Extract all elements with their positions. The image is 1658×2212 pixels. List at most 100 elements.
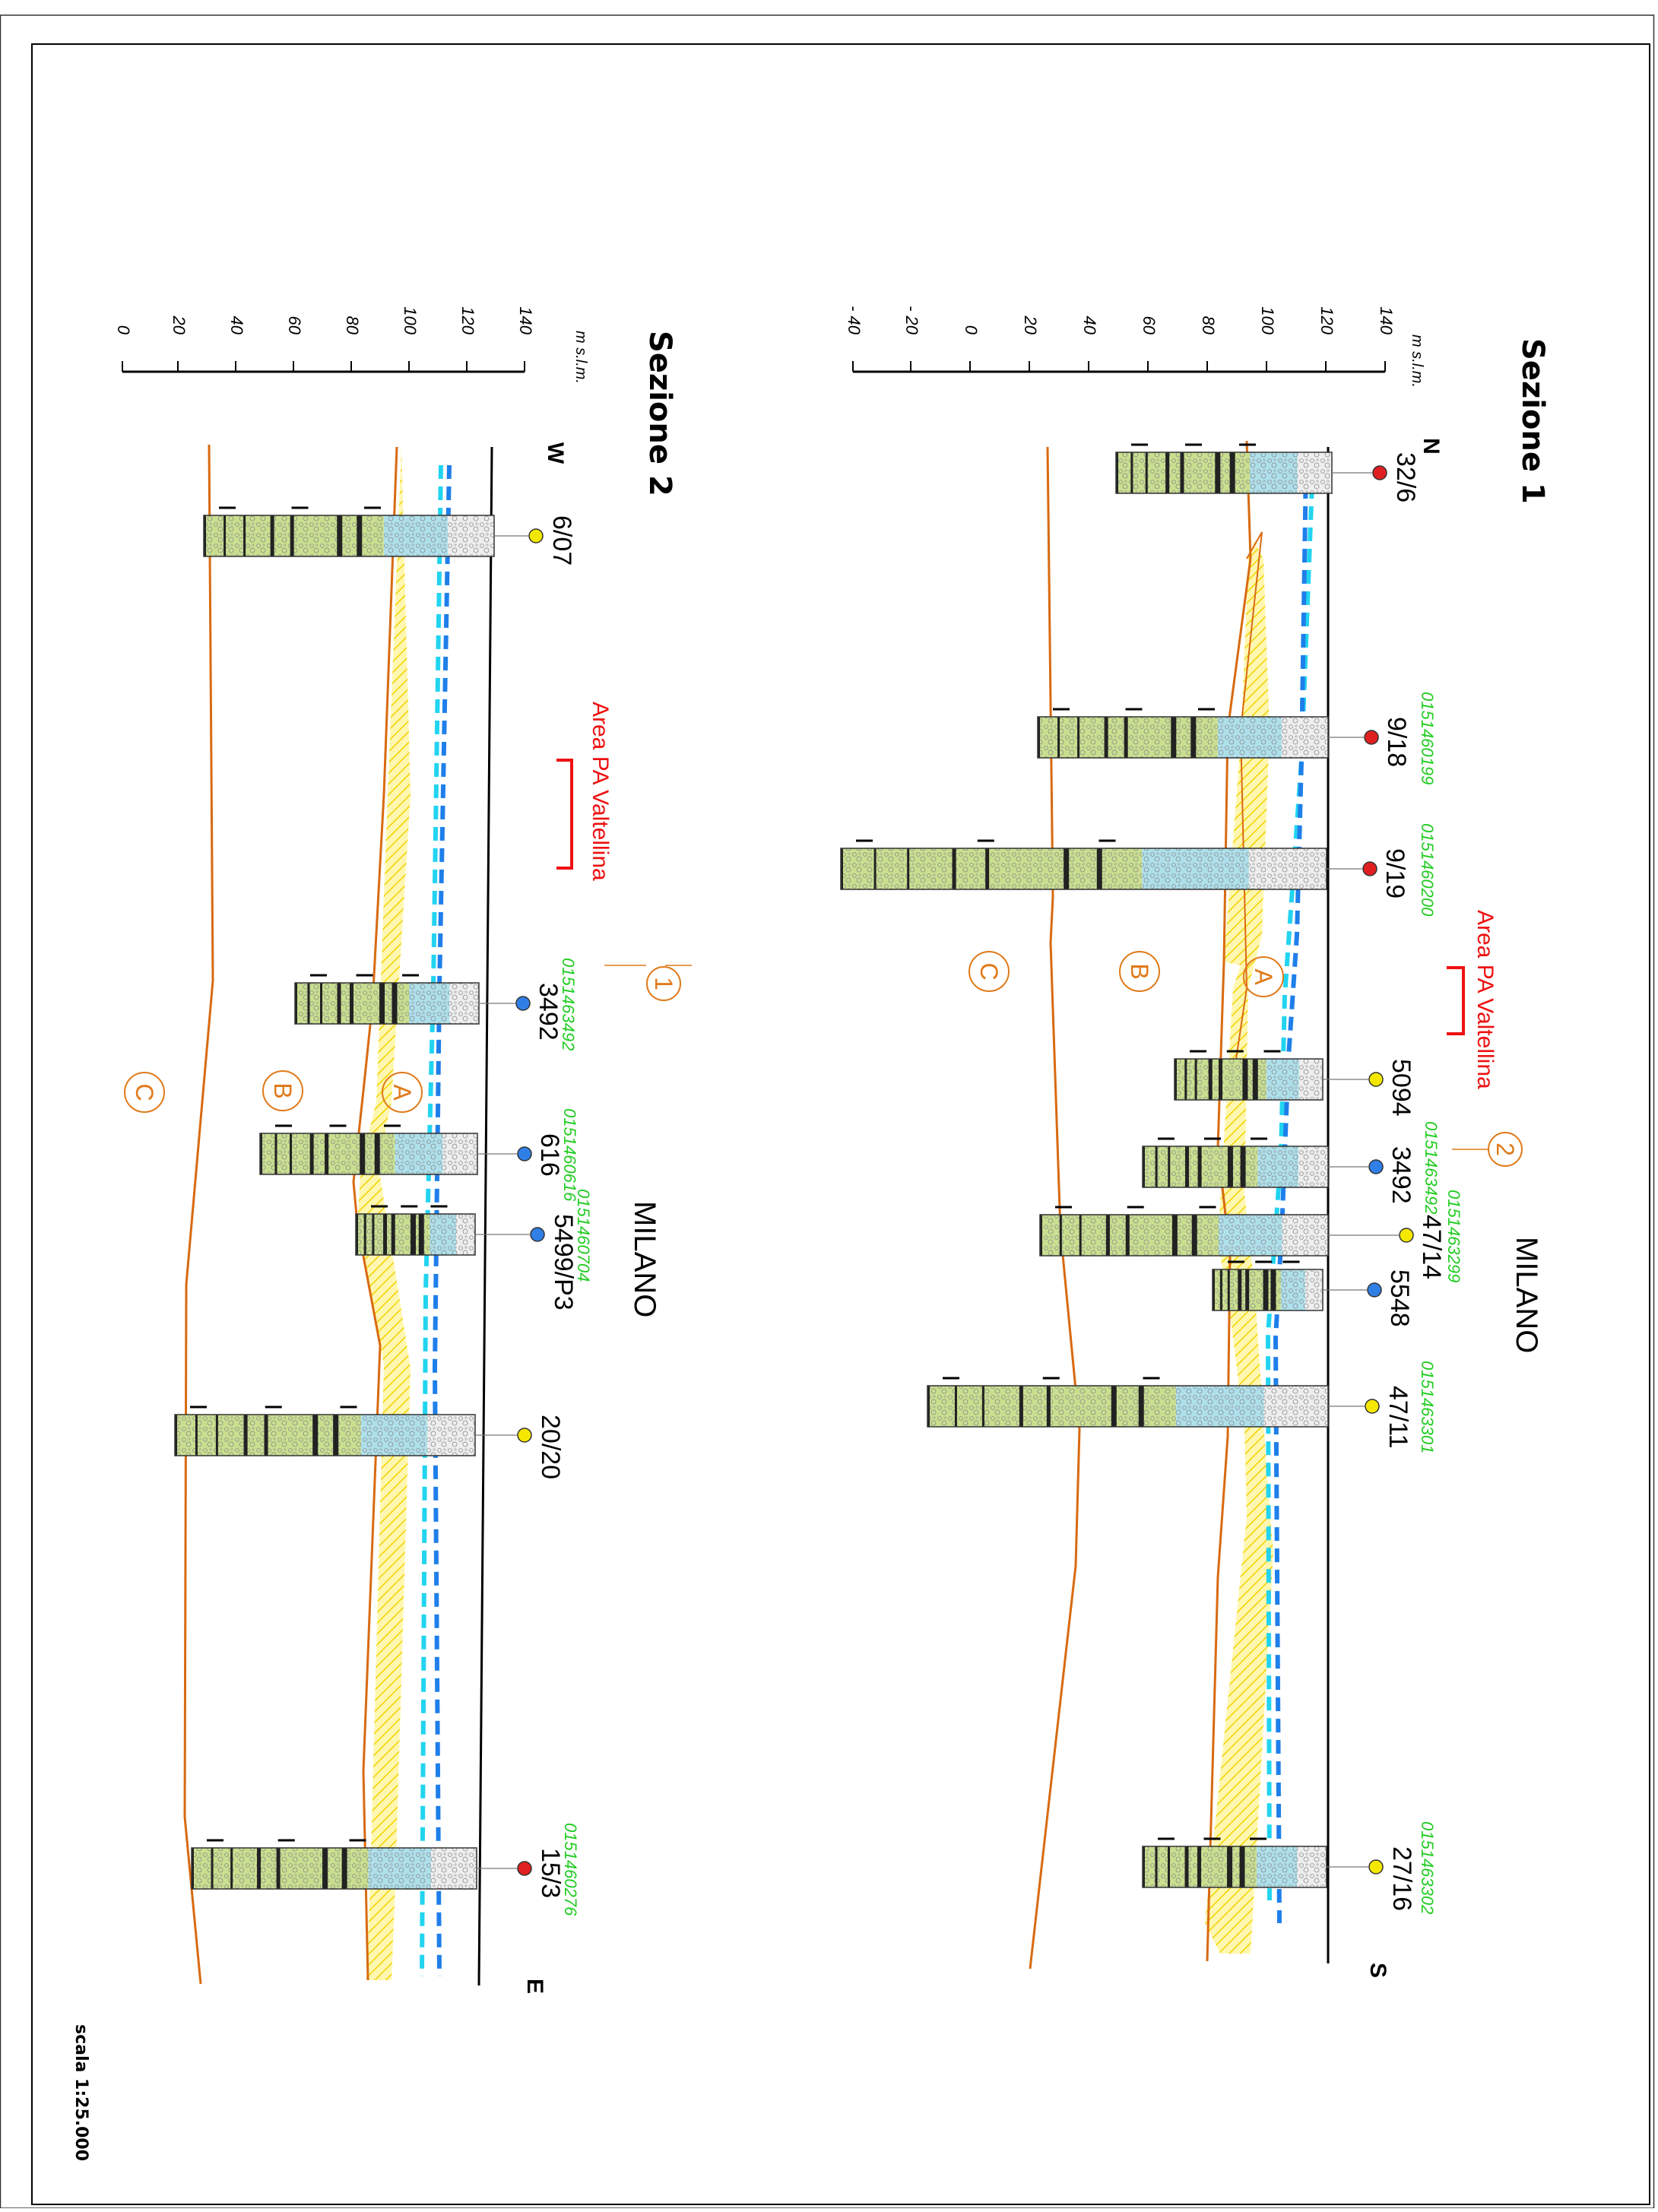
section-1-aquifer-labels: A B C	[968, 951, 1284, 997]
well-code: 0151460199	[1418, 692, 1437, 784]
section-2-label-a: A	[388, 1084, 416, 1101]
well-marker-icon	[1367, 1282, 1382, 1298]
section-1-area-label: Area PA Valtellina	[1473, 910, 1498, 1089]
elevation-tick-label: 140	[1377, 306, 1396, 334]
elevation-tick-label: 100	[401, 306, 420, 334]
well-log: 32/6	[1115, 443, 1420, 502]
section-2-dir-end: E	[522, 1979, 547, 1994]
section-1-water-table-dark	[1273, 463, 1308, 1924]
elevation-tick-label: 40	[227, 316, 246, 335]
section-1-label-b: B	[1126, 963, 1153, 979]
section-2-dir-start: W	[543, 442, 568, 464]
elevation-tick-label: 120	[458, 306, 477, 334]
elevation-tick-label: 80	[343, 316, 362, 335]
elevation-tick-label: 20	[1021, 315, 1040, 335]
elevation-tick-label: 0	[962, 325, 981, 335]
section-1-area-bracket: Area PA Valtellina	[1447, 910, 1498, 1089]
elevation-tick-label: 80	[1199, 316, 1218, 335]
well-name: 15/3	[536, 1848, 565, 1898]
well-name: 20/20	[536, 1415, 565, 1479]
well-marker-icon	[530, 1227, 545, 1242]
svg-text:1: 1	[650, 977, 677, 990]
well-log: 5548	[1212, 1260, 1414, 1327]
elevation-tick-label: 20	[170, 315, 189, 335]
well-code: 0151460704	[574, 1189, 593, 1282]
well-code: 0151463492	[1422, 1121, 1441, 1214]
well-marker-icon	[517, 1146, 532, 1161]
well-name: 9/19	[1381, 848, 1409, 898]
elevation-tick-label: 140	[516, 306, 535, 334]
section-2-boundary-bc	[183, 444, 214, 1985]
well-marker-icon	[1364, 730, 1379, 745]
well-name: 9/18	[1382, 717, 1411, 767]
well-name: 5499/P3	[549, 1214, 578, 1310]
section-1-label-c: C	[975, 962, 1003, 980]
well-name: 27/16	[1387, 1846, 1416, 1911]
section-1-units: m s.l.m.	[1409, 334, 1425, 388]
elevation-tick-label: 40	[1080, 316, 1099, 335]
section-2-ground-line	[477, 446, 493, 1986]
elevation-tick-label: 60	[285, 316, 304, 335]
well-code: 0151463301	[1418, 1361, 1437, 1453]
well-log: 9/19 0151460200	[840, 823, 1437, 917]
well-code: 0151460200	[1418, 823, 1437, 917]
well-log: 3492 0151463492	[1142, 1121, 1441, 1214]
well-code: 0151460616	[560, 1108, 579, 1202]
well-marker-icon	[1365, 1399, 1380, 1414]
elevation-tick-label: 120	[1317, 306, 1336, 334]
section-2-boundary-ab	[352, 446, 398, 1981]
section-1-title: Sezione 1	[1515, 338, 1550, 504]
well-log: 9/18 0151460199	[1037, 692, 1437, 784]
well-marker-icon	[1368, 1159, 1384, 1174]
inner-frame	[31, 43, 1650, 2205]
well-marker-icon	[1399, 1228, 1414, 1243]
section-1-dir-start: N	[1419, 438, 1444, 455]
well-code: 0151463302	[1418, 1821, 1437, 1914]
section-2-trace-marker: 1	[604, 965, 692, 1001]
well-log: 5094	[1174, 1050, 1415, 1117]
well-name: 32/6	[1391, 452, 1420, 502]
well-marker-icon	[515, 996, 531, 1011]
well-name: 6/07	[547, 515, 576, 566]
section-1-dir-end: S	[1365, 1963, 1390, 1978]
section-1-trace-marker: 2	[1452, 1132, 1523, 1167]
well-marker-icon	[1368, 1072, 1384, 1087]
well-name: 5094	[1387, 1059, 1415, 1117]
elevation-tick-label: - 20	[902, 306, 921, 335]
well-marker-icon	[1368, 1859, 1384, 1874]
section-2-water-table-light	[420, 464, 443, 1977]
well-name: 616	[535, 1133, 564, 1177]
elevation-tick-label: - 40	[845, 306, 864, 335]
well-marker-icon	[1372, 465, 1387, 480]
well-code: 0151463492	[559, 958, 578, 1051]
well-log: 20/20	[174, 1405, 565, 1479]
well-marker-icon	[517, 1861, 532, 1876]
well-log: 6/07	[203, 506, 576, 566]
well-name: 47/14	[1417, 1215, 1446, 1279]
well-marker-icon	[1362, 861, 1377, 876]
section-2-title: Sezione 2	[642, 331, 677, 496]
section-2-label-b: B	[269, 1082, 296, 1098]
section-1-boundary-bc	[1029, 446, 1081, 1970]
section-2-city-label: MILANO	[628, 1201, 661, 1317]
well-name: 5548	[1385, 1269, 1414, 1327]
well-code: 0151460276	[561, 1823, 580, 1916]
well-code: 0151463299	[1444, 1190, 1463, 1282]
elevation-tick-label: 60	[1140, 316, 1159, 335]
section-2-water-table-dark	[432, 464, 452, 1977]
section-1-label-a: A	[1250, 968, 1277, 985]
section-1-city-label: MILANO	[1510, 1237, 1543, 1353]
well-name: 3492	[1387, 1146, 1415, 1204]
section-2-label-c: C	[131, 1083, 158, 1101]
section-2-aquifer-labels: A B C	[124, 1070, 423, 1113]
